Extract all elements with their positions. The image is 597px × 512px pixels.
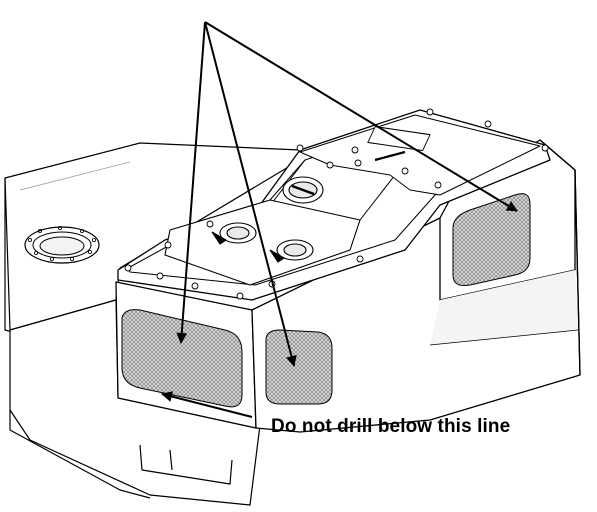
- callout-arrows: [161, 21, 518, 418]
- vent-grille-right: [452, 193, 531, 286]
- arrow-drill-line: [161, 391, 253, 418]
- arrow-to-right-vent: [204, 21, 518, 212]
- outlet-flange-ring: [24, 225, 100, 264]
- arrow-to-left-vent: [176, 21, 206, 344]
- vent-grille-center: [265, 329, 333, 405]
- arrow-to-center-vent: [204, 21, 297, 367]
- vent-grilles: [121, 193, 531, 408]
- cable-connectors: [211, 176, 324, 263]
- lid-bolts: [124, 108, 549, 300]
- tank-base: [4, 142, 301, 506]
- vent-grille-left: [121, 309, 243, 408]
- drill-warning-caption: Do not drill below this line: [271, 416, 511, 437]
